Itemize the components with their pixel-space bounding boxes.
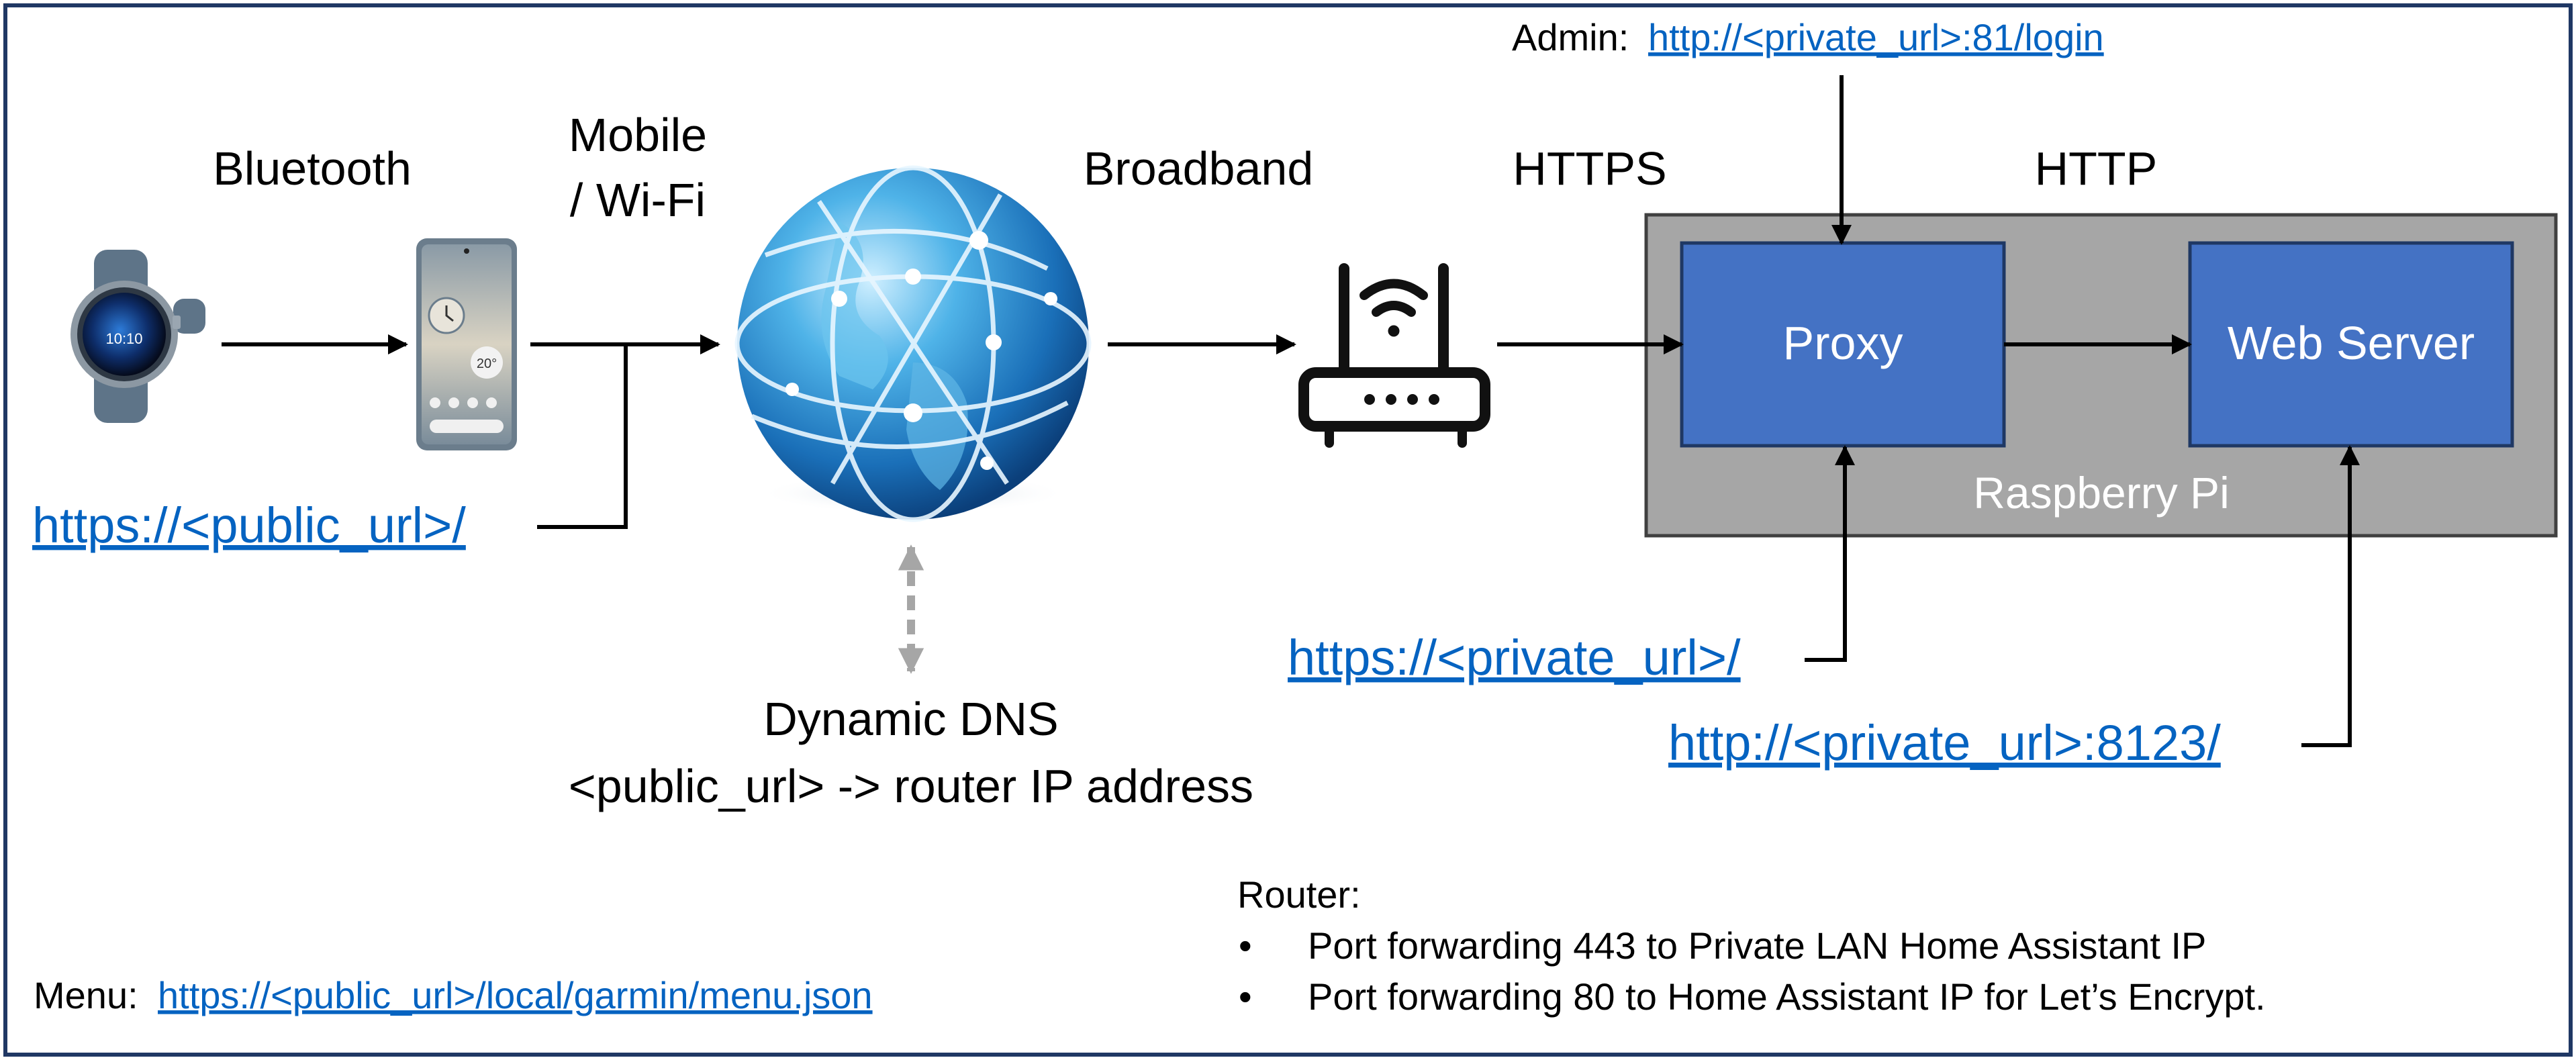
globe-icon <box>734 165 1092 522</box>
menu-url-link[interactable]: https://<public_url>/local/garmin/menu.j… <box>158 974 873 1016</box>
wifi-label: / Wi-Fi <box>570 174 706 226</box>
https-label: HTTPS <box>1513 142 1666 195</box>
arrow-private-url-to-proxy <box>1805 445 1855 662</box>
router-note-bullet-1: • <box>1239 924 1252 967</box>
private-url-link[interactable]: https://<private_url>/ <box>1288 630 1741 685</box>
dns-mapping: <public_url> -> router IP address <box>569 760 1253 812</box>
proxy-label: Proxy <box>1783 317 1903 369</box>
menu-prefix: Menu: <box>34 974 138 1016</box>
public-url-link[interactable]: https://<public_url>/ <box>32 497 466 553</box>
dns-title: Dynamic DNS <box>763 693 1059 745</box>
router-note-1: Port forwarding 443 to Private LAN Home … <box>1308 924 2206 967</box>
phone-weather-temp: 20° <box>477 356 497 371</box>
admin-prefix: Admin: <box>1512 16 1629 58</box>
router-note-bullet-2: • <box>1239 975 1252 1018</box>
admin-url-link[interactable]: http://<private_url>:81/login <box>1648 16 2104 58</box>
web-server-box <box>2188 241 2514 448</box>
web-server-label: Web Server <box>2228 317 2475 369</box>
private-url-8123-link[interactable]: http://<private_url>:8123/ <box>1668 715 2221 771</box>
mobile-label: Mobile <box>569 109 707 161</box>
connector-public-url <box>537 344 628 529</box>
broadband-label: Broadband <box>1084 142 1314 195</box>
router-icon <box>1298 263 1490 448</box>
smartphone-icon: 20° <box>416 238 517 450</box>
diagram-frame <box>3 3 2573 1057</box>
smartwatch-icon: 10:10 <box>70 250 205 423</box>
bluetooth-label: Bluetooth <box>213 142 412 195</box>
watch-time: 10:10 <box>105 330 142 347</box>
http-label: HTTP <box>2035 142 2158 195</box>
raspberry-pi-label: Raspberry Pi <box>1973 468 2229 518</box>
arrow-private-url-8123-to-web-server <box>2301 445 2360 747</box>
router-notes-title: Router: <box>1237 873 1361 916</box>
router-note-2: Port forwarding 80 to Home Assistant IP … <box>1308 975 2266 1018</box>
